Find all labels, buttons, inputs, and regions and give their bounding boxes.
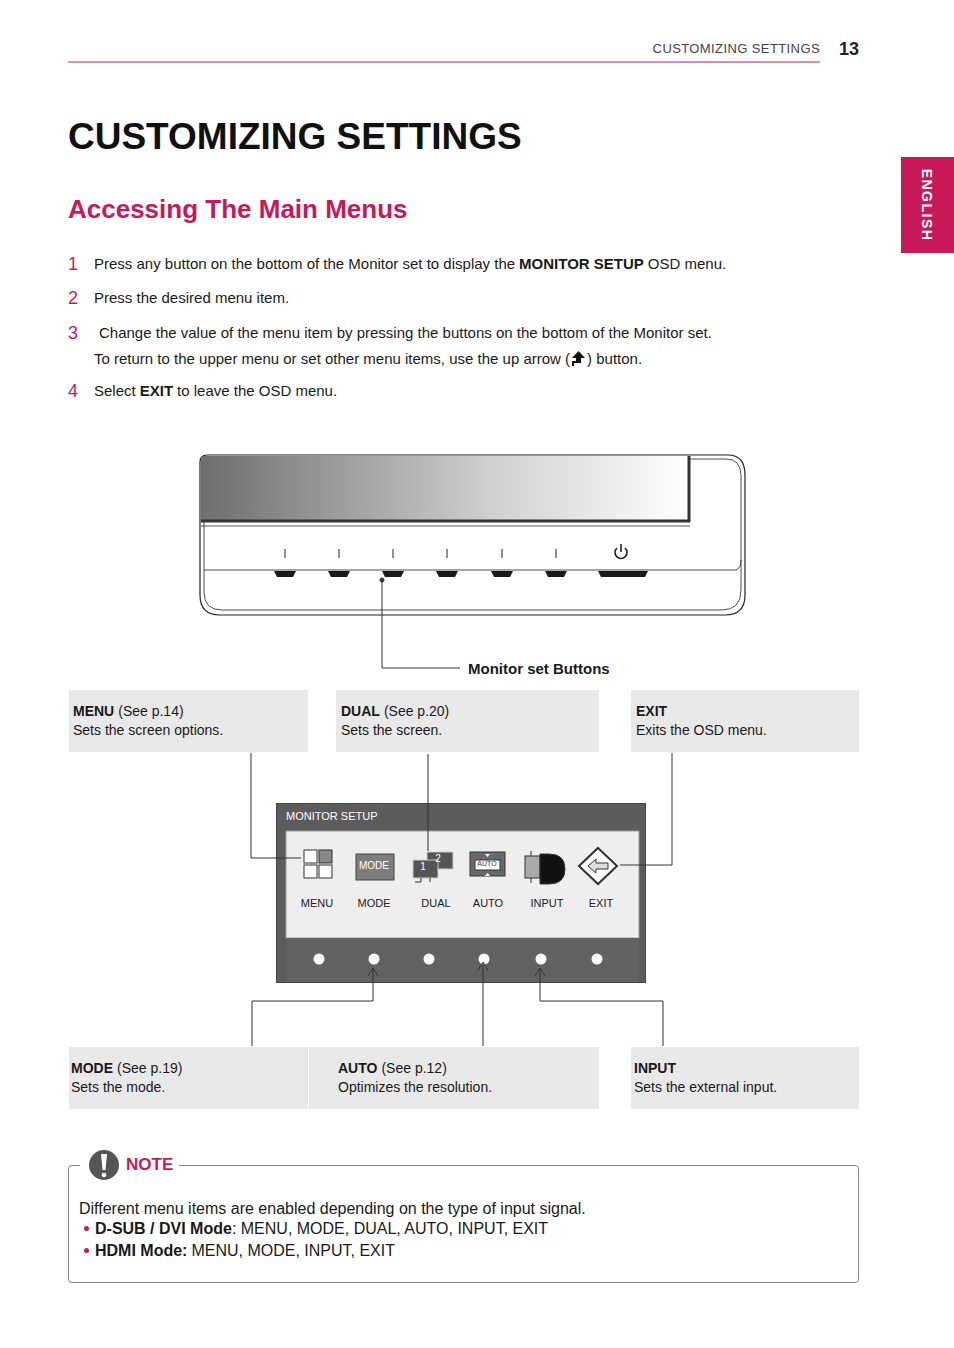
step-number: 1 xyxy=(68,253,78,275)
callout-heading: EXIT xyxy=(636,702,859,721)
osd-panel-graphic xyxy=(277,804,647,984)
callout-body: Sets the external input. xyxy=(634,1078,859,1097)
callout-heading: AUTO(See p.12) xyxy=(338,1059,599,1078)
note-bullet-row: HDMI Mode:MENU, MODE, INPUT, EXIT xyxy=(95,1241,395,1260)
leader-line xyxy=(252,969,373,1046)
signal-mode: HDMI Mode: xyxy=(95,1242,187,1259)
leader-line xyxy=(251,753,301,858)
bullet-dot xyxy=(84,1248,89,1253)
leader-line xyxy=(428,754,429,851)
callout-body: Exits the OSD menu. xyxy=(636,721,859,740)
section-heading: Accessing The Main Menus xyxy=(68,194,408,224)
callout-body: Sets the screen options. xyxy=(73,721,308,740)
item-description: Optimizes the resolution. xyxy=(338,1079,492,1095)
step-line: Press any button on the bottom of the Mo… xyxy=(94,255,726,273)
step-text: Select xyxy=(94,382,136,399)
step-text: ) button. xyxy=(587,350,642,367)
leader-line xyxy=(620,753,672,865)
callout-body: Sets the mode. xyxy=(71,1078,308,1097)
leader-line xyxy=(540,969,663,1046)
callout-box: MENU(See p.14)Sets the screen options. xyxy=(69,690,308,752)
callout-box: EXIT Exits the OSD menu. xyxy=(631,690,859,752)
leader-arrow xyxy=(478,962,488,970)
menu-item-name: MODE xyxy=(71,1060,113,1076)
callout-body: Sets the screen. xyxy=(341,721,599,740)
callout-box: INPUT Sets the external input. xyxy=(631,1047,859,1109)
running-header: CUSTOMIZING SETTINGS xyxy=(653,41,820,57)
note-box: NOTEDifferent menu items are enabled dep… xyxy=(68,1165,859,1283)
item-description: Sets the screen. xyxy=(341,722,442,738)
step-line: To return to the upper menu or set other… xyxy=(94,350,642,368)
menu-name: EXIT xyxy=(140,382,173,399)
note-heading: NOTE xyxy=(125,1154,179,1176)
item-description: Exits the OSD menu. xyxy=(636,722,767,738)
callout-heading: MODE(See p.19) xyxy=(71,1059,308,1078)
step-line: Press the desired menu item. xyxy=(94,289,289,307)
menu-item-name: MENU xyxy=(73,703,114,719)
callout-heading: MENU(See p.14) xyxy=(73,702,308,721)
page-reference: (See p.20) xyxy=(384,703,449,719)
leader-line xyxy=(483,963,484,1046)
step-number: 3 xyxy=(68,322,78,344)
bullet-dot xyxy=(84,1226,89,1231)
menu-item-name: INPUT xyxy=(634,1060,676,1076)
note-bullet-row: D-SUB / DVI Mode: MENU, MODE, DUAL, AUTO… xyxy=(95,1219,548,1238)
signal-mode: D-SUB / DVI Mode xyxy=(95,1220,232,1237)
leader-arrow xyxy=(535,968,545,976)
leader-arrow xyxy=(368,968,378,976)
callout-box: MODE(See p.19)Sets the mode. xyxy=(69,1047,308,1109)
menu-item-name: EXIT xyxy=(636,703,667,719)
menu-item-name: AUTO xyxy=(338,1060,377,1076)
callout-heading: DUAL(See p.20) xyxy=(341,702,599,721)
item-description: Sets the mode. xyxy=(71,1079,165,1095)
monitor-illustration xyxy=(200,455,745,615)
enabled-items: MENU, MODE, INPUT, EXIT xyxy=(191,1242,395,1259)
item-description: Sets the screen options. xyxy=(73,722,223,738)
page-reference: (See p.14) xyxy=(118,703,183,719)
language-tab xyxy=(901,157,954,253)
step-line: Change the value of the menu item by pre… xyxy=(99,324,712,342)
up-arrow-glyph xyxy=(571,351,586,367)
step-text: To return to the upper menu or set other… xyxy=(94,350,570,367)
callout-body: Optimizes the resolution. xyxy=(338,1078,599,1097)
callout-label: Monitor set Buttons xyxy=(468,660,610,678)
up-arrow-icon xyxy=(571,351,586,367)
step-number: 2 xyxy=(68,287,78,309)
step-text: OSD menu. xyxy=(648,255,726,272)
callout-heading: INPUT xyxy=(634,1059,859,1078)
note-body: Different menu items are enabled dependi… xyxy=(79,1199,586,1218)
page-reference: (See p.12) xyxy=(381,1060,446,1076)
step-number: 4 xyxy=(68,380,78,402)
note-icon xyxy=(80,1150,126,1180)
step-text: Press the desired menu item. xyxy=(94,289,289,306)
header-rule xyxy=(68,62,820,63)
leader-line xyxy=(382,580,460,668)
panel-title: MONITOR SETUP xyxy=(286,809,377,823)
language-tab-text: ENGLISH xyxy=(919,169,935,242)
callout-box: DUAL(See p.20)Sets the screen. xyxy=(336,690,599,752)
item-description: Sets the external input. xyxy=(634,1079,777,1095)
menu-name: MONITOR SETUP xyxy=(519,255,644,272)
page-title: CUSTOMIZING SETTINGS xyxy=(68,116,522,158)
step-text: Press any button on the bottom of the Mo… xyxy=(94,255,515,272)
leader-dot xyxy=(380,578,384,582)
menu-item-name: DUAL xyxy=(341,703,380,719)
step-text: Change the value of the menu item by pre… xyxy=(99,324,712,341)
step-text: to leave the OSD menu. xyxy=(177,382,337,399)
enabled-items: : MENU, MODE, DUAL, AUTO, INPUT, EXIT xyxy=(232,1220,548,1237)
page-number: 13 xyxy=(839,38,859,60)
page-reference: (See p.19) xyxy=(117,1060,182,1076)
callout-box: AUTO(See p.12)Optimizes the resolution. xyxy=(309,1047,599,1109)
step-line: SelectEXITto leave the OSD menu. xyxy=(94,382,337,400)
osd-panel: MONITOR SETUP xyxy=(276,803,646,983)
